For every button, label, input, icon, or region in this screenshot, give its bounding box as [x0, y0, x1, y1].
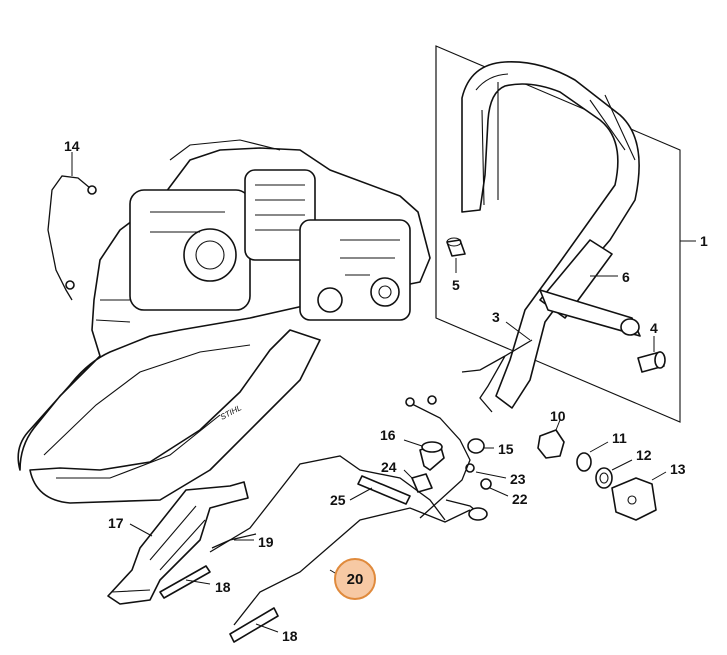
- label-19: 19: [258, 534, 274, 550]
- part-11-washer: 11: [576, 430, 627, 472]
- part-16-plug: 16: [380, 427, 445, 471]
- label-3: 3: [492, 309, 500, 325]
- callout-20[interactable]: 20: [334, 558, 376, 600]
- part-15-grommet: 15: [467, 438, 514, 457]
- label-5: 5: [452, 277, 460, 293]
- part-19-cable: 19: [211, 533, 274, 550]
- label-22: 22: [512, 491, 528, 507]
- label-24: 24: [381, 459, 397, 475]
- label-11: 11: [612, 430, 627, 446]
- label-12: 12: [636, 447, 652, 463]
- part-24-connector: 24: [381, 459, 433, 493]
- part-13-cover: 13: [611, 461, 686, 521]
- label-17: 17: [108, 515, 124, 531]
- part-10-switch: 10: [537, 408, 566, 459]
- part-18-sleeve-upper: 18: [159, 565, 231, 599]
- label-18-upper: 18: [215, 579, 231, 595]
- label-25: 25: [330, 492, 346, 508]
- label-13: 13: [670, 461, 686, 477]
- label-14: 14: [64, 138, 80, 154]
- part-1-handlebar: 5 6 3 4: [446, 61, 666, 413]
- label-16: 16: [380, 427, 396, 443]
- label-4: 4: [650, 320, 658, 336]
- label-23: 23: [510, 471, 526, 487]
- part-20-wiring-harness: [209, 395, 488, 626]
- part-12-nut: 12: [595, 447, 652, 489]
- part-22-ring-terminal: 22: [480, 478, 528, 507]
- label-10: 10: [550, 408, 566, 424]
- part-14-cable: 14: [47, 138, 97, 301]
- label-1: 1: [700, 233, 708, 249]
- part-25-pin: 25: [330, 475, 411, 508]
- part-18-sleeve-lower: 18: [229, 607, 298, 644]
- chainsaw-body: STIHL: [17, 139, 431, 504]
- part-23-screw: 23: [465, 463, 526, 487]
- part-17-trigger-lever: 17: [107, 481, 249, 605]
- label-20[interactable]: 20: [347, 571, 364, 588]
- highlight-circle[interactable]: [334, 558, 376, 600]
- label-6: 6: [622, 269, 630, 285]
- label-18-lower: 18: [282, 628, 298, 644]
- label-15: 15: [498, 441, 514, 457]
